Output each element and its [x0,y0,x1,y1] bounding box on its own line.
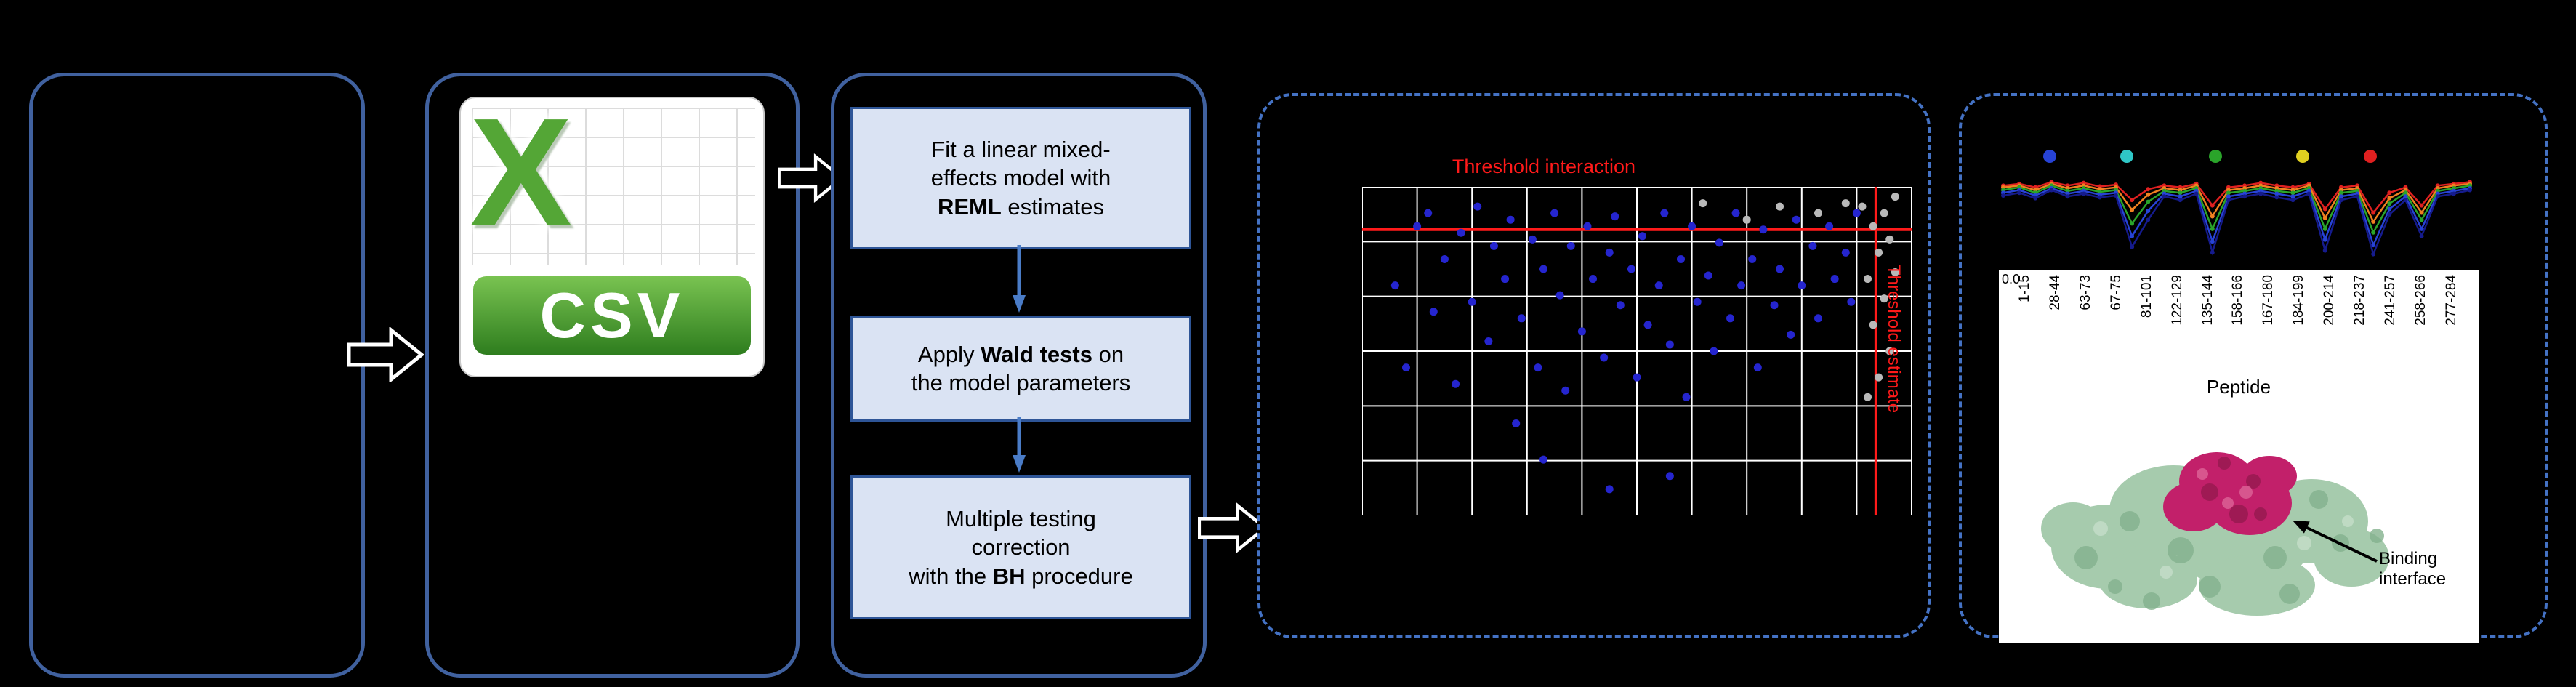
uptake-series-navy [2001,188,2472,257]
peptide-tick: 167-180 [2261,275,2277,326]
spreadsheet-grid [471,108,756,265]
peptide-tick: 241-257 [2383,275,2399,326]
peptide-tick: 63-73 [2077,275,2093,310]
panel-volcano-plot: Threshold interaction Threshold estimate [1257,93,1931,638]
volcano-points-significant-points [1390,202,1861,494]
binding-site-texture-dark [2201,457,2267,523]
protein-surface-texture-dark [2074,490,2384,610]
peptide-tick: 258-266 [2412,275,2428,326]
csv-file-icon: X CSV [459,86,765,377]
step-wald-text: Apply Wald tests on the model parameters [911,341,1131,395]
peptide-tick: 122-129 [2169,275,2185,326]
step-arrow-2 [1013,417,1026,473]
binding-interface-label: Binding interface [2379,549,2447,589]
peptide-tick: 135-144 [2199,275,2215,326]
peptide-ticks: 1-15 28-44 63-73 67-75 81-101 122-129 135-144 1… [2017,275,2459,363]
binding-interface-arrow [2293,521,2378,563]
peptide-tick: 158-166 [2230,275,2246,326]
peptide-tick: 277-284 [2443,275,2459,326]
step-bh-text: Multiple testing correction with the BH … [909,505,1133,589]
peptide-axis-label: Peptide [2206,376,2271,398]
peptide-tick: 1-15 [2017,275,2032,303]
flow-arrow-3 [1198,502,1268,554]
step-bh-correction: Multiple testing correction with the BH … [850,475,1191,619]
panel-csv: X CSV [425,73,800,678]
binding-site-texture-light [2197,468,2253,509]
peptide-tick: 200-214 [2322,275,2338,326]
uptake-legend-dots [2043,150,2377,163]
protein-structure [2041,452,2389,616]
volcano-thresholds [1362,187,1912,515]
panel-statistics: Fit a linear mixed- effects model with R… [831,73,1207,678]
threshold-estimate-label: Threshold estimate [1884,265,1904,414]
step-wald-tests: Apply Wald tests on the model parameters [850,316,1191,422]
peptide-tick: 81-101 [2138,275,2154,318]
peptide-axis-panel: 0.0 1-15 28-44 63-73 67-75 81-101 122-129 135-… [1999,270,2479,643]
volcano-scatter-plot [1362,187,1912,515]
csv-format-label: CSV [539,279,685,352]
flow-arrow-1 [347,327,424,382]
excel-x-logo: X [470,86,573,258]
uptake-series-green [2001,183,2472,235]
csv-format-banner: CSV [472,276,752,355]
peptide-tick: 184-199 [2291,275,2307,326]
peptide-tick: 218-237 [2352,275,2368,326]
uptake-line-chart [2001,150,2472,257]
threshold-interaction-label: Threshold interaction [1452,156,1636,177]
flow-arrow-2 [778,153,845,204]
step-reml-text: Fit a linear mixed- effects model with R… [930,136,1111,220]
volcano-points-non-significant-points [1699,193,1899,401]
step-reml-model: Fit a linear mixed- effects model with R… [850,107,1191,249]
y-axis-tick: 0.0 [2002,272,2021,286]
peptide-tick: 67-75 [2108,275,2124,310]
step-arrow-1 [1013,245,1026,313]
volcano-grid [1362,187,1912,515]
panel-results: 0.0 1-15 28-44 63-73 67-75 81-101 122-129 135-… [1959,93,2548,643]
panel-input [29,73,365,678]
peptide-tick: 28-44 [2047,275,2063,310]
